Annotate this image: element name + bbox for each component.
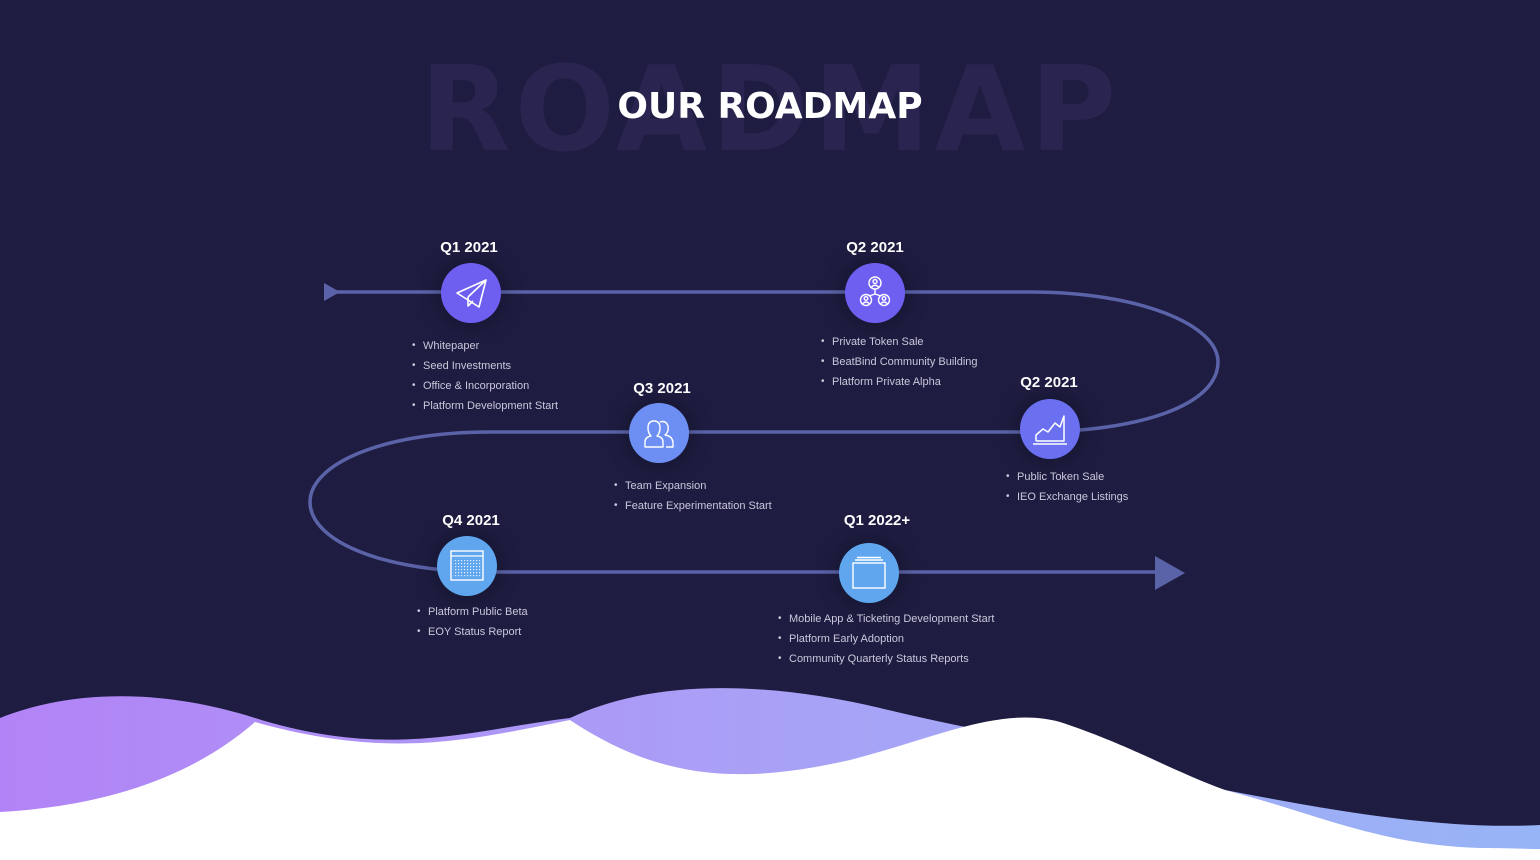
list-item: Platform Private Alpha (821, 372, 978, 392)
list-item: Community Quarterly Status Reports (778, 649, 994, 669)
team-icon (644, 420, 674, 448)
milestone-q2-2021-right-node (1020, 399, 1080, 459)
white-wave (0, 717, 1540, 860)
milestone-q2-2021-right-label: Q2 2021 (1020, 374, 1078, 391)
list-item: Platform Public Beta (417, 602, 528, 622)
background-watermark: ROADMAP (419, 40, 1121, 178)
list-item: Team Expansion (614, 476, 772, 496)
milestone-q4-2021-node (437, 536, 497, 596)
milestone-q3-2021-label: Q3 2021 (633, 380, 691, 397)
milestone-q2-2021-list: Private Token Sale BeatBind Community Bu… (821, 332, 978, 392)
network-people-icon (859, 276, 891, 307)
milestone-q1-2022-list: Mobile App & Ticketing Development Start… (778, 609, 994, 669)
milestone-q2-2021-node (845, 263, 905, 323)
list-item: BeatBind Community Building (821, 352, 978, 372)
milestone-q2-2021-right-list: Public Token Sale IEO Exchange Listings (1006, 467, 1128, 507)
paper-plane-icon (456, 279, 487, 308)
window-stack-icon (852, 556, 886, 589)
milestone-q4-2021-list: Platform Public Beta EOY Status Report (417, 602, 528, 642)
list-item: Public Token Sale (1006, 467, 1128, 487)
list-item: Platform Development Start (412, 396, 558, 416)
list-item: Office & Incorporation (412, 376, 558, 396)
milestone-q2-2021-label: Q2 2021 (846, 239, 904, 256)
page-title: OUR ROADMAP (617, 86, 923, 127)
list-item: Feature Experimentation Start (614, 496, 772, 516)
timeline-start-marker (324, 283, 340, 301)
list-item: Platform Early Adoption (778, 629, 994, 649)
milestone-q1-2022-node (839, 543, 899, 603)
list-item: Seed Investments (412, 356, 558, 376)
list-item: Private Token Sale (821, 332, 978, 352)
milestone-q1-2021-node (441, 263, 501, 323)
list-item: IEO Exchange Listings (1006, 487, 1128, 507)
list-item: Mobile App & Ticketing Development Start (778, 609, 994, 629)
milestone-q1-2021-list: Whitepaper Seed Investments Office & Inc… (412, 336, 558, 416)
growth-chart-icon (1033, 415, 1067, 445)
milestone-q4-2021-label: Q4 2021 (442, 512, 500, 529)
list-item: Whitepaper (412, 336, 558, 356)
list-item: EOY Status Report (417, 622, 528, 642)
milestone-q1-2021-label: Q1 2021 (440, 239, 498, 256)
milestone-q1-2022-label: Q1 2022+ (843, 512, 911, 529)
browser-window-icon (450, 550, 484, 581)
milestone-q3-2021-list: Team Expansion Feature Experimentation S… (614, 476, 772, 516)
milestone-q3-2021-node (629, 403, 689, 463)
timeline-end-arrow (1155, 556, 1185, 590)
